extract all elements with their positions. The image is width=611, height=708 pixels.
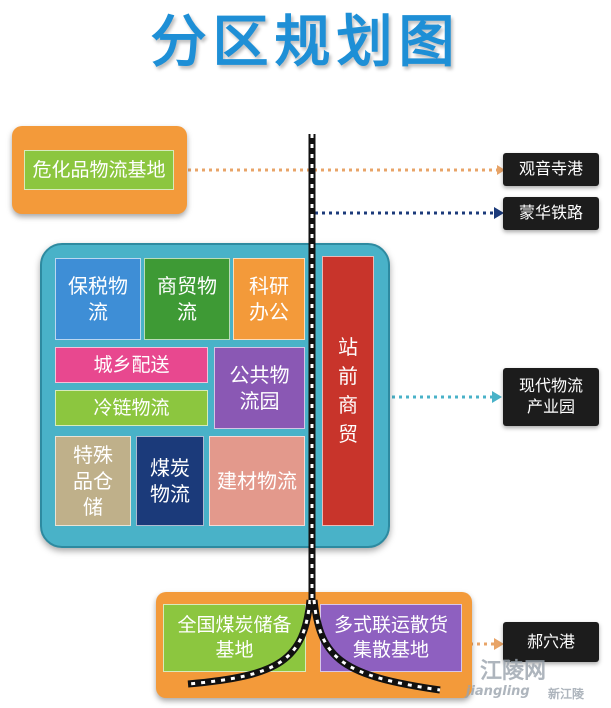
arrow-modern	[492, 391, 502, 403]
zone-research: 科研办公	[233, 258, 305, 340]
arrow-menghua	[494, 207, 504, 219]
zone-urban-rural: 城乡配送	[55, 347, 208, 383]
watermark-domain: jiangling	[466, 684, 530, 699]
railway-branch-left	[187, 599, 314, 688]
zone-coal: 煤炭物流	[136, 436, 204, 526]
zone-trade: 商贸物流	[144, 258, 230, 340]
watermark-site: 江陵网	[480, 659, 547, 684]
arrow-guanyin	[497, 165, 505, 175]
zone-special: 特殊品仓储	[55, 436, 131, 526]
dest-haoxue: 郝穴港	[503, 622, 599, 662]
dest-menghua: 蒙华铁路	[503, 197, 599, 230]
zone-building: 建材物流	[209, 436, 305, 526]
zone-cold-chain: 冷链物流	[55, 390, 208, 426]
arrow-haoxue	[494, 638, 504, 650]
zone-bonded: 保税物流	[55, 258, 141, 340]
zone-hazmat: 危化品物流基地	[24, 150, 174, 190]
dest-modern: 现代物流产业园	[503, 368, 599, 426]
page-title: 分区规划图	[150, 10, 461, 75]
zone-multimodal: 多式联运散货集散基地	[320, 604, 462, 672]
dest-guanyin: 观音寺港	[503, 153, 599, 186]
zone-public: 公共物流园	[214, 347, 305, 429]
railway-branch-right	[310, 599, 441, 694]
zone-station: 站前商贸	[322, 256, 374, 526]
watermark-wechat: 新江陵	[548, 687, 585, 701]
